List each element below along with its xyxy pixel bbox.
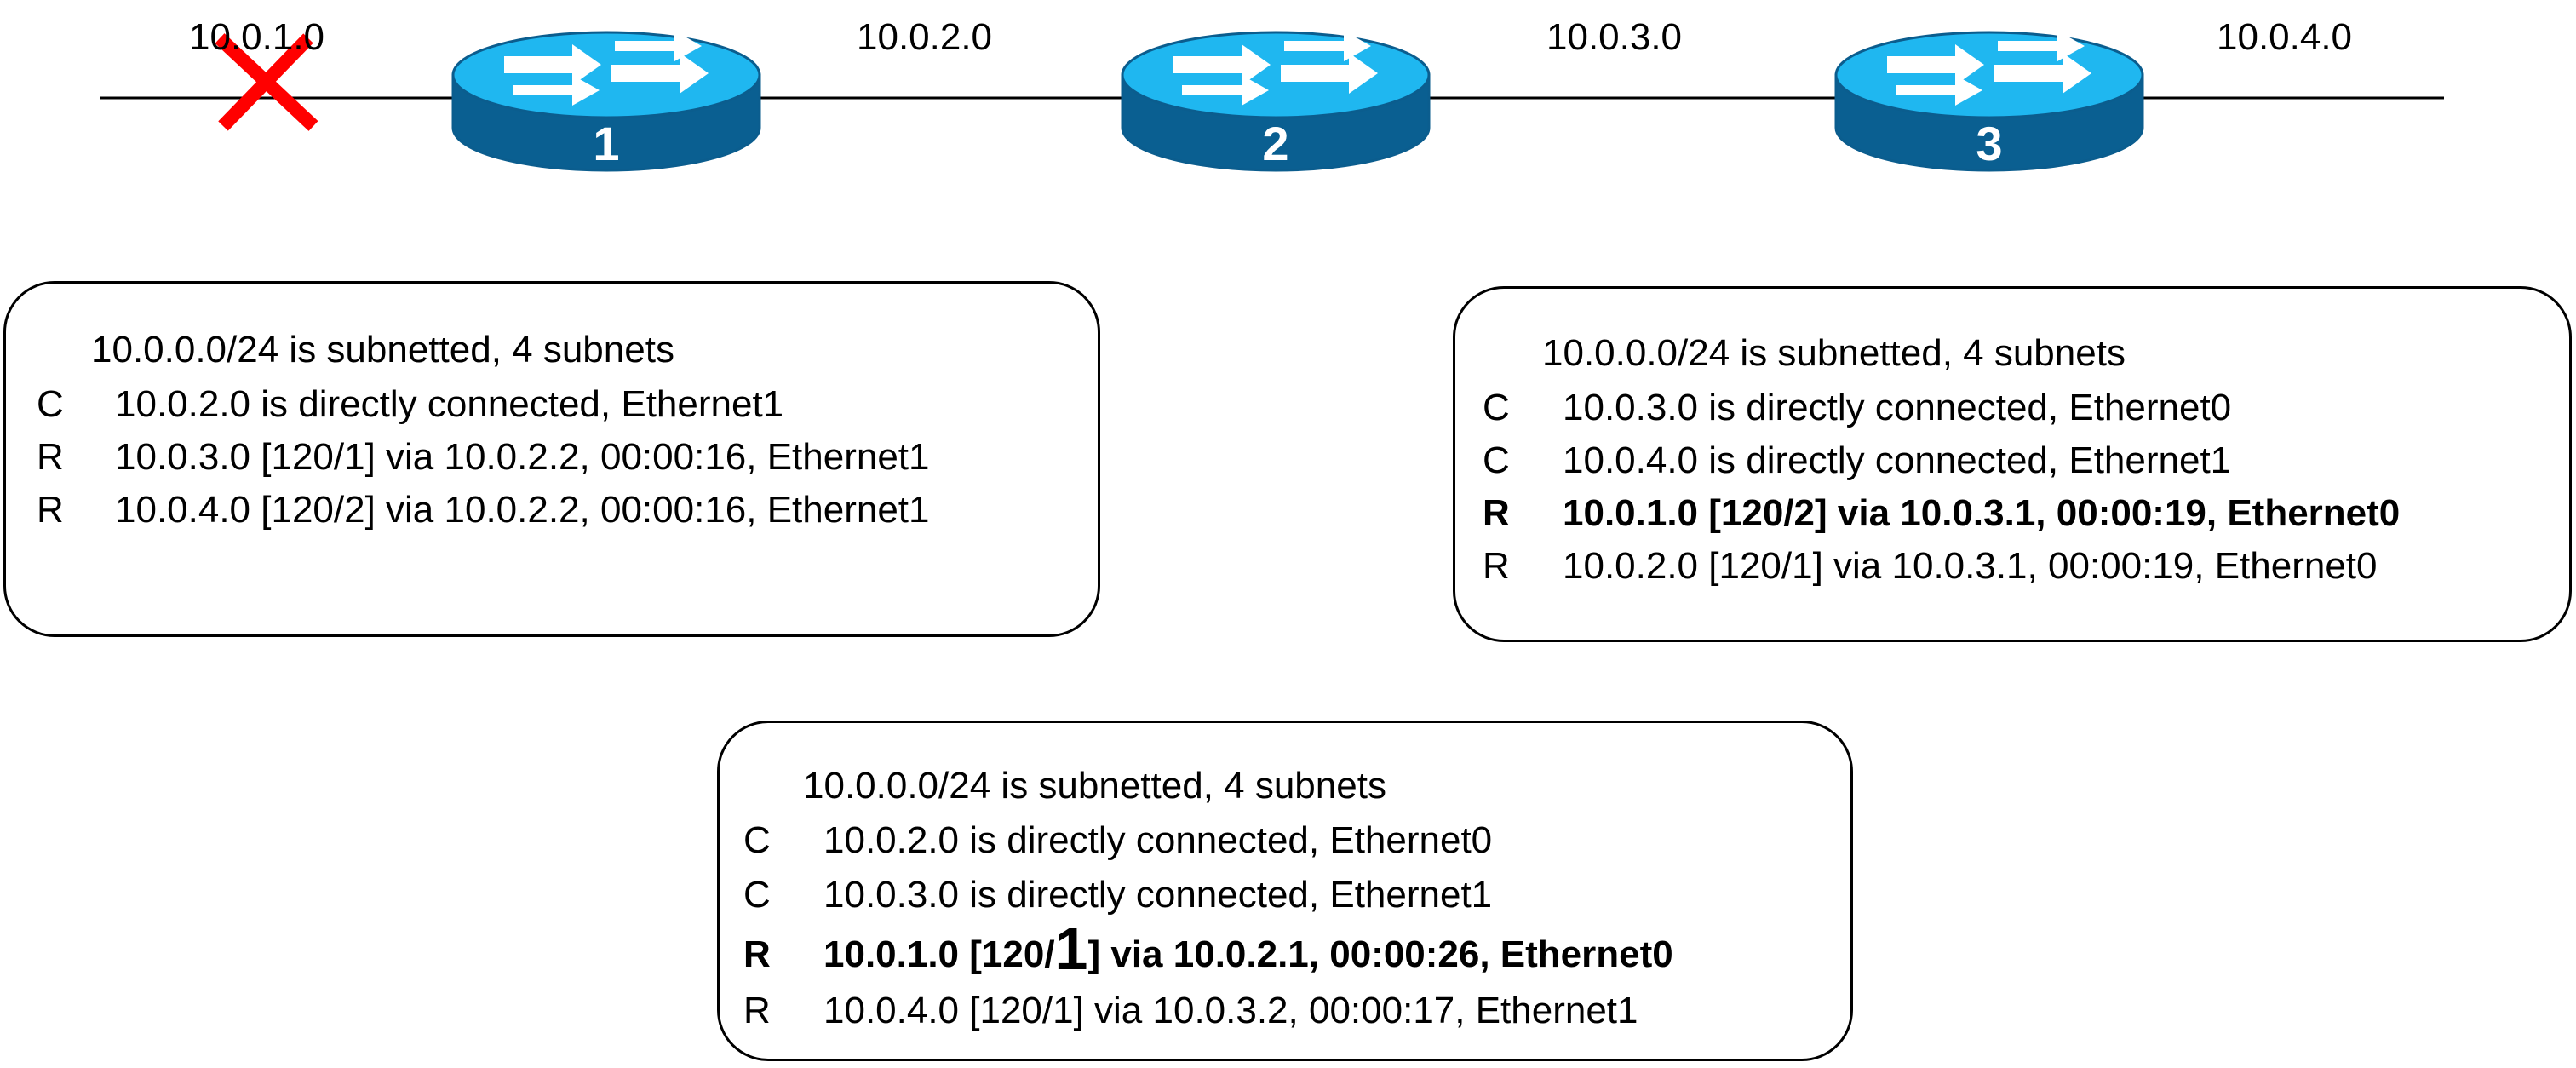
- route-entry-suffix: ] via 10.0.2.1, 00:00:26, Ethernet0: [1087, 933, 1673, 975]
- route-code: R: [743, 933, 771, 975]
- route-entry: 10.0.3.0 [120/1] via 10.0.2.2, 00:00:16,…: [115, 436, 930, 478]
- route-code: C: [743, 874, 771, 916]
- route-entry: 10.0.2.0 [120/1] via 10.0.3.1, 00:00:19,…: [1563, 545, 2378, 587]
- route-code: C: [1483, 439, 1510, 481]
- route-code: R: [37, 489, 64, 531]
- route-code: R: [1483, 545, 1510, 587]
- router-2: 2: [1121, 29, 1431, 172]
- routing-table-router-3: 10.0.0.0/24 is subnetted, 4 subnets C 10…: [1453, 286, 2572, 642]
- network-label-10-0-3-0: 10.0.3.0: [1546, 16, 1683, 58]
- router-1: 1: [451, 29, 761, 172]
- router-3: 3: [1834, 29, 2144, 172]
- router-2-label: 2: [1262, 117, 1288, 170]
- route-entry: 10.0.3.0 is directly connected, Ethernet…: [1563, 387, 2232, 428]
- route-code: R: [1483, 492, 1510, 534]
- network-label-10-0-4-0: 10.0.4.0: [2217, 16, 2353, 58]
- route-entry: 10.0.3.0 is directly connected, Ethernet…: [823, 874, 1493, 916]
- routing-table-header: 10.0.0.0/24 is subnetted, 4 subnets: [803, 765, 1386, 807]
- routing-table-header: 10.0.0.0/24 is subnetted, 4 subnets: [91, 329, 674, 370]
- failure-x-icon: [215, 33, 318, 131]
- route-code: R: [37, 436, 64, 478]
- network-label-10-0-1-0: 10.0.1.0: [189, 16, 325, 58]
- routing-table-header: 10.0.0.0/24 is subnetted, 4 subnets: [1542, 332, 2126, 374]
- route-code: C: [743, 819, 771, 861]
- route-code: C: [37, 383, 64, 425]
- route-metric-emphasis: 1: [1054, 916, 1088, 982]
- route-entry-prefix: 10.0.1.0 [120/: [823, 933, 1055, 975]
- route-entry: 10.0.1.0 [120/2] via 10.0.3.1, 00:00:19,…: [1563, 492, 2401, 534]
- router-1-label: 1: [593, 117, 619, 170]
- routing-table-router-2: 10.0.0.0/24 is subnetted, 4 subnets C 10…: [717, 721, 1853, 1061]
- route-code: R: [743, 990, 771, 1031]
- route-entry: 10.0.4.0 is directly connected, Ethernet…: [1563, 439, 2232, 481]
- route-entry: 10.0.4.0 [120/1] via 10.0.3.2, 00:00:17,…: [823, 990, 1638, 1031]
- router-3-label: 3: [1976, 117, 2002, 170]
- routing-table-router-1: 10.0.0.0/24 is subnetted, 4 subnets C 10…: [3, 281, 1100, 637]
- route-code: C: [1483, 387, 1510, 428]
- route-entry: 10.0.1.0 [120/1] via 10.0.2.1, 00:00:26,…: [823, 919, 1673, 979]
- route-entry: 10.0.4.0 [120/2] via 10.0.2.2, 00:00:16,…: [115, 489, 930, 531]
- network-topology: 1 2 3: [100, 29, 2444, 172]
- route-entry: 10.0.2.0 is directly connected, Ethernet…: [823, 819, 1493, 861]
- network-label-10-0-2-0: 10.0.2.0: [857, 16, 993, 58]
- route-entry: 10.0.2.0 is directly connected, Ethernet…: [115, 383, 784, 425]
